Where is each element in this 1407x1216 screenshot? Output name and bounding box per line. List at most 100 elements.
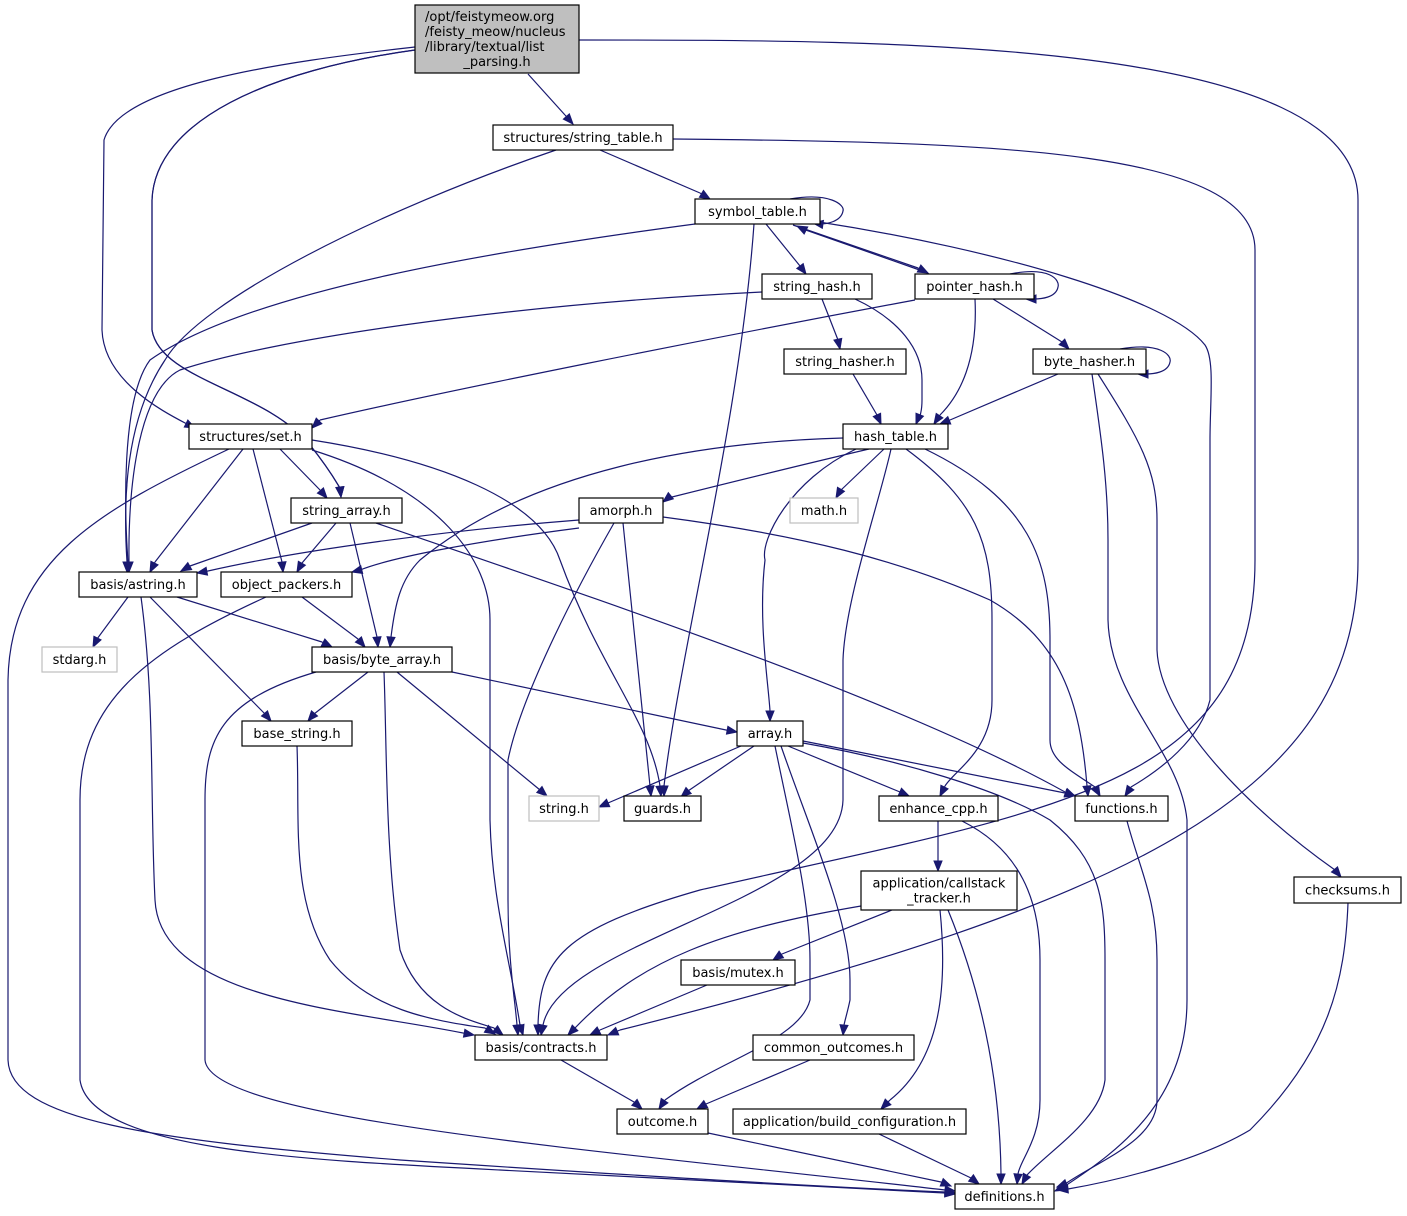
arrowhead-icon (562, 113, 574, 126)
edges-layer (7, 39, 1359, 1198)
arrowhead-icon (538, 1023, 548, 1037)
node-label: _tracker.h (906, 892, 971, 907)
node-hash-table[interactable]: hash_table.h (842, 423, 949, 450)
edge-hash_table-to-byte_array (386, 437, 844, 649)
edge-callstack_tracker-to-definitions (947, 909, 1006, 1186)
arrowhead-icon (307, 709, 319, 723)
node-amorph[interactable]: amorph.h (578, 497, 664, 524)
edge-array-to-enhance_cpp (787, 745, 911, 797)
node-label: basis/contracts.h (486, 1041, 597, 1056)
edge-line (349, 522, 378, 638)
edge-line (252, 448, 283, 563)
node-label: application/build_configuration.h (743, 1115, 956, 1130)
edge-line (396, 671, 541, 791)
node-byte-array[interactable]: basis/byte_array.h (311, 646, 453, 673)
edge-common_outcomes-to-outcome (695, 1059, 811, 1110)
edge-functions-to-definitions (1055, 820, 1158, 1188)
node-guards[interactable]: guards.h (623, 795, 702, 822)
arrowhead-icon (1021, 1172, 1032, 1186)
node-string-hash[interactable]: string_hash.h (761, 273, 873, 300)
arrowhead-icon (92, 635, 102, 649)
node-label: common_outcomes.h (764, 1041, 903, 1056)
arrowhead-icon (372, 636, 382, 649)
arrowhead-icon (897, 787, 911, 797)
edge-line (176, 596, 323, 643)
arrowhead-icon (179, 561, 193, 572)
edge-line (537, 138, 1256, 1026)
edge-line (383, 671, 495, 1029)
edge-byte_array-to-string_h (396, 671, 549, 797)
edge-line (781, 909, 893, 955)
edge-astring-to-byte_array (176, 596, 334, 648)
node-box (736, 720, 804, 747)
node-pointer-hash[interactable]: pointer_hash.h (914, 273, 1035, 300)
edge-line (390, 437, 844, 638)
edge-byte_hasher-to-hash_table (938, 373, 1059, 425)
node-box (188, 423, 313, 450)
arrowhead-icon (645, 785, 655, 798)
edge-line (607, 745, 742, 804)
arrowhead-icon (1013, 1173, 1023, 1186)
node-contracts[interactable]: basis/contracts.h (474, 1034, 608, 1061)
edge-line (375, 522, 1066, 793)
arrowhead-icon (630, 1098, 644, 1110)
edge-hash_table-to-array (761, 448, 857, 723)
node-label: byte_hasher.h (1044, 355, 1135, 370)
node-box (578, 497, 664, 524)
node-common-outcomes[interactable]: common_outcomes.h (752, 1034, 915, 1061)
node-string-table[interactable]: structures/string_table.h (492, 124, 674, 151)
node-box (878, 795, 999, 822)
node-string-hasher[interactable]: string_hasher.h (783, 348, 907, 375)
node-array[interactable]: array.h (736, 720, 804, 747)
arrowhead-icon (260, 709, 272, 723)
arrowhead-icon (661, 491, 675, 503)
node-outcome[interactable]: outcome.h (616, 1108, 709, 1135)
node-base-string[interactable]: base_string.h (241, 720, 353, 747)
edge-object_packers-to-byte_array (301, 596, 366, 649)
edge-hash_table-to-enhance_cpp (905, 448, 993, 798)
edge-line (889, 909, 944, 1101)
arrowhead-icon (1330, 865, 1342, 879)
node-label: basis/byte_array.h (323, 653, 441, 668)
node-box (311, 646, 453, 673)
edge-line (905, 448, 993, 787)
node-label: symbol_table.h (708, 205, 807, 220)
node-astring[interactable]: basis/astring.h (78, 571, 198, 598)
node-object-packers[interactable]: object_packers.h (220, 571, 353, 598)
node-functions[interactable]: functions.h (1074, 795, 1169, 822)
node-label: string_hash.h (773, 280, 860, 295)
node-label: string.h (539, 802, 589, 817)
edge-array-to-outcome (658, 745, 811, 1111)
node-enhance-cpp[interactable]: enhance_cpp.h (878, 795, 999, 822)
node-set[interactable]: structures/set.h (188, 423, 313, 450)
arrowhead-icon (1090, 784, 1101, 798)
node-callstack-tracker[interactable]: application/callstack_tracker.h (860, 870, 1018, 911)
node-box (220, 571, 353, 598)
node-label: object_packers.h (232, 578, 341, 593)
edge-build_configuration-to-definitions (878, 1133, 981, 1185)
node-string-array[interactable]: string_array.h (290, 497, 403, 524)
node-label: pointer_hash.h (926, 280, 1023, 295)
arrowhead-icon (944, 1185, 957, 1195)
edge-byte_array-to-array (451, 671, 739, 735)
arrowhead-icon (679, 786, 693, 798)
arrowhead-icon (880, 1098, 892, 1110)
node-symbol-table[interactable]: symbol_table.h (694, 198, 821, 225)
edge-line (761, 448, 857, 712)
arrowhead-icon (597, 798, 611, 808)
node-definitions[interactable]: definitions.h (954, 1183, 1055, 1210)
node-checksums[interactable]: checksums.h (1293, 876, 1402, 904)
edge-string_table-to-symbol_table (599, 149, 712, 200)
edge-line (96, 596, 129, 640)
arrowhead-icon (933, 412, 944, 426)
node-root[interactable]: /opt/feistymeow.org/feisty_meow/nucleus/… (414, 4, 580, 74)
edge-line (296, 745, 486, 1029)
edge-amorph-to-functions (662, 516, 1092, 798)
node-byte-hasher[interactable]: byte_hasher.h (1032, 348, 1147, 375)
edge-string_array-to-byte_array (349, 522, 382, 649)
edge-symbol_table-to-string_hash (765, 223, 807, 276)
edge-contracts-to-outcome (560, 1059, 644, 1110)
arrowhead-icon (335, 486, 345, 499)
node-mutex[interactable]: basis/mutex.h (680, 959, 796, 986)
node-build-configuration[interactable]: application/build_configuration.h (732, 1108, 967, 1135)
